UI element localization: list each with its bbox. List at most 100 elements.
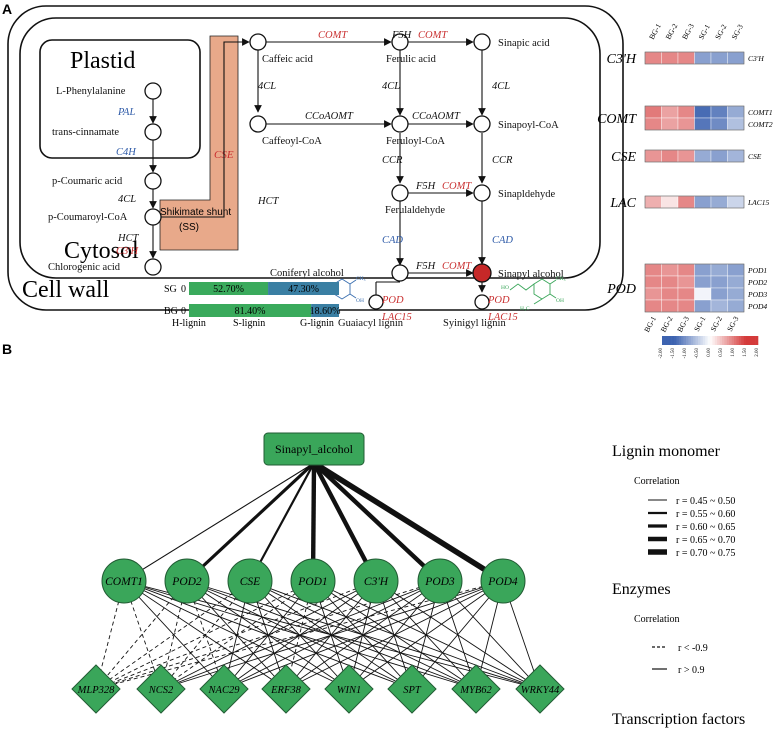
- label-chlorogenic: Chlorogenic acid: [48, 262, 121, 273]
- label-trans-cin: trans-cinnamate: [52, 127, 119, 138]
- shikimate-shunt: [159, 35, 239, 251]
- colorscale-segment: [698, 336, 701, 345]
- heatmap-col-label-top: SG-1: [697, 23, 712, 41]
- enzyme-node: [227, 558, 273, 604]
- node-sinapoyl: [473, 115, 491, 133]
- label-caffeic: Caffeic acid: [262, 54, 314, 65]
- legend-lignin-title: Lignin monomer: [612, 443, 721, 460]
- colorscale-segment: [690, 336, 694, 345]
- enzyme-node-label: COMT1: [105, 576, 143, 588]
- colorscale-segment: [755, 336, 759, 345]
- colorscale-segment: [750, 336, 754, 345]
- heatmap-cell: [644, 299, 662, 313]
- tf-node: [387, 664, 437, 714]
- panel-b-label: B: [2, 341, 12, 357]
- label-p-coumaric: p-Coumaric acid: [52, 176, 123, 187]
- legend-width-label: r = 0.60 ~ 0.65: [676, 522, 735, 533]
- colorscale-segment: [748, 336, 752, 345]
- tf-node: [324, 664, 374, 714]
- enzyme-f5h-3: F5H: [415, 261, 437, 272]
- heatmap-col-label-top: SG-3: [730, 23, 745, 41]
- tf-edge: [95, 580, 251, 690]
- colorscale-segment: [705, 336, 708, 345]
- heatmap-cell: [710, 275, 728, 289]
- tf-node-label: ERF38: [270, 685, 301, 696]
- tf-edge: [160, 580, 251, 690]
- lignin-s-value: 52.70%: [213, 284, 244, 295]
- heatmap-cell: [644, 117, 662, 131]
- colorscale-segment: [676, 336, 680, 345]
- lignin-h-zero: 0: [181, 306, 186, 317]
- enzyme-4cl-3: 4CL: [382, 81, 400, 92]
- colorscale-tick: 1.50: [743, 348, 748, 357]
- node-p-coumaric: [144, 172, 162, 190]
- heatmap-cell: [661, 105, 679, 119]
- tf-node: [515, 664, 565, 714]
- colorscale-segment: [683, 336, 687, 345]
- heatmap-cell: [710, 51, 728, 65]
- colorscale-segment: [681, 336, 684, 345]
- lignin-s-value: 81.40%: [235, 306, 266, 317]
- lignin-g-value: 47.30%: [288, 284, 319, 295]
- heatmap-cell: [677, 263, 695, 277]
- heatmap-cell: [727, 287, 745, 301]
- enzyme-node: [101, 558, 147, 604]
- colorscale-segment: [671, 336, 675, 345]
- colorscale-segment: [695, 336, 699, 345]
- node-sinapyl: [472, 263, 492, 283]
- heatmap-cell: [661, 299, 679, 313]
- node-chlorogenic: [144, 258, 162, 276]
- label-p-coumaroyl: p-Coumaroyl-CoA: [48, 212, 128, 223]
- enzyme-ccoaomt-2: CCoAOMT: [412, 111, 461, 122]
- enzyme-node-label: POD2: [171, 576, 202, 588]
- panel-a-label: A: [2, 1, 12, 17]
- enzyme-node: [164, 558, 210, 604]
- enzyme-lac15-2: LAC15: [487, 312, 518, 323]
- label-sinapic: Sinapic acid: [498, 38, 550, 49]
- enzyme-cad-2: CAD: [492, 235, 513, 246]
- enzyme-cad-1: CAD: [382, 235, 403, 246]
- heatmap-cell: [677, 287, 695, 301]
- enzyme-f5h-2: F5H: [415, 181, 437, 192]
- root-edge: [185, 461, 316, 583]
- heatmap-cell: [661, 263, 679, 277]
- enzyme-pod-2: POD: [487, 295, 510, 306]
- colorscale-segment: [707, 336, 711, 345]
- node-ferulic: [391, 33, 409, 51]
- sinapyl-ho: HO: [501, 285, 509, 291]
- heatmap-col-label-bottom: BG-1: [642, 314, 658, 333]
- tf-edge: [411, 580, 504, 690]
- tf-node: [261, 664, 311, 714]
- heatmap-row-label: POD3: [747, 290, 767, 299]
- tf-edge: [160, 580, 377, 690]
- tf-edge: [95, 580, 188, 690]
- colorscale-segment: [710, 336, 713, 345]
- heatmap-col-label-bottom: SG-2: [709, 315, 724, 333]
- tf-node: [199, 664, 249, 714]
- heatmap-row-label: C3'H: [748, 54, 764, 63]
- root-edge: [312, 461, 442, 583]
- heatmap-cell: [644, 105, 662, 119]
- root-edge: [312, 460, 505, 584]
- node-syringyl: [474, 294, 490, 310]
- heatmap-group-label: CSE: [611, 150, 636, 165]
- enzyme-hct-1: HCT: [117, 233, 140, 244]
- heatmap-group-label: POD: [606, 282, 636, 297]
- colorscale-tick: 1.00: [731, 348, 736, 357]
- colorscale-segment: [726, 336, 730, 345]
- enzyme-ccr-2: CCR: [492, 155, 513, 166]
- sinapyl-oh: OH: [556, 298, 564, 304]
- heatmap-cell: [677, 51, 695, 65]
- heatmap-cell: [710, 287, 728, 301]
- enzyme-4cl-4: 4CL: [492, 81, 510, 92]
- tf-edge: [95, 580, 314, 690]
- colorscale-segment: [746, 336, 749, 345]
- colorscale-segment: [743, 336, 747, 345]
- cell-wall-label: Cell wall: [22, 277, 110, 303]
- colorscale-tick: -2.00: [659, 348, 664, 359]
- colorscale-segment: [664, 336, 668, 345]
- tf-node: [451, 664, 501, 714]
- heatmap-cell: [661, 195, 679, 209]
- enzyme-node: [353, 558, 399, 604]
